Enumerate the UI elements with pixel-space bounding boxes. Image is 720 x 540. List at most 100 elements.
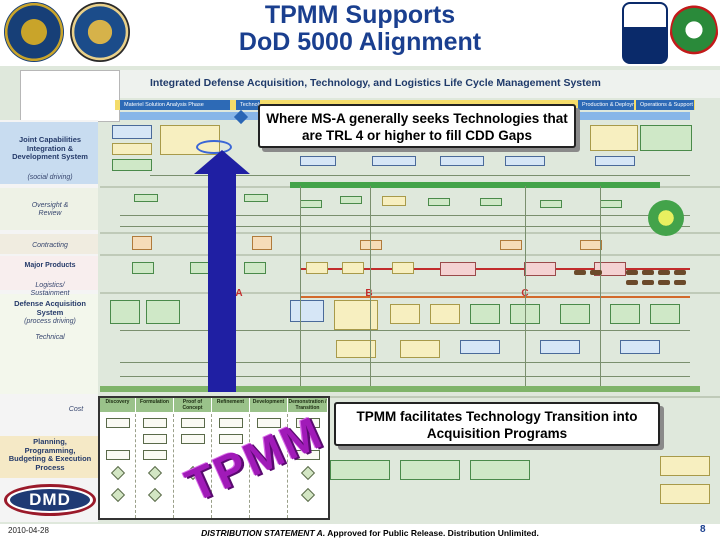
- row-label-major-products: Major Products: [24, 262, 76, 269]
- process-node: [112, 159, 152, 171]
- vehicle-icon: [658, 280, 670, 285]
- tpmm-phase-formulation: Formulation: [136, 398, 174, 412]
- vehicle-icon: [642, 270, 654, 275]
- vehicle-icon: [674, 280, 686, 285]
- process-node: [590, 125, 638, 151]
- tpmm-column: [136, 414, 174, 518]
- band-products: [0, 256, 98, 290]
- ppbe-node: [470, 460, 530, 480]
- process-node: [134, 194, 158, 202]
- tpmm-phase-discovery: Discovery: [100, 398, 136, 412]
- das-node: [290, 300, 324, 322]
- connector-line: [120, 362, 690, 363]
- tpmm-step: [219, 418, 243, 428]
- product-node: [132, 262, 154, 274]
- tpmm-phase-refinement: Refinement: [212, 398, 250, 412]
- contract-node: [360, 240, 382, 250]
- process-node: [600, 200, 622, 208]
- process-node: [244, 194, 268, 202]
- band-das: [0, 294, 98, 394]
- product-node: [306, 262, 328, 274]
- tpmm-phase-development: Development: [250, 398, 288, 412]
- process-node: [112, 143, 152, 155]
- process-node: [595, 156, 635, 166]
- band-contracting: [0, 234, 98, 254]
- acquisition-seal-icon: [70, 2, 130, 62]
- das-node: [460, 340, 500, 354]
- swimlane-divider: [100, 396, 720, 398]
- distribution-label: DISTRIBUTION STATEMENT A.: [201, 528, 326, 538]
- connector-line: [120, 215, 690, 216]
- phase-msa: Materiel Solution Analysis Phase: [120, 100, 230, 110]
- tpmm-step: [296, 450, 320, 460]
- vehicle-icon: [674, 270, 686, 275]
- product-node: [244, 262, 266, 274]
- tpmm-step: [106, 450, 130, 460]
- vehicle-icon: [590, 270, 602, 275]
- connector-line: [525, 186, 526, 386]
- band-oversight: [0, 188, 98, 230]
- connector-line: [120, 330, 690, 331]
- das-node: [146, 300, 180, 324]
- production-node: [524, 262, 556, 276]
- vehicle-icon: [642, 280, 654, 285]
- production-flow-line: [300, 268, 690, 270]
- connector-line: [150, 175, 690, 176]
- distribution-text: Approved for Public Release. Distributio…: [325, 528, 539, 538]
- process-node: [480, 198, 502, 206]
- row-label-jcids-note: (social driving): [27, 174, 73, 181]
- row-label-technical: Technical: [35, 334, 65, 341]
- chart-legend-block: [20, 70, 120, 122]
- row-label-das: Defense Acquisition System: [14, 299, 86, 317]
- swimlane-divider: [100, 254, 720, 256]
- swimlane-divider: [100, 232, 720, 234]
- transition-arrow: [208, 166, 236, 392]
- phase-pd: Production & Deployment Phase: [578, 100, 634, 110]
- row-label-oversight: Oversight & Review: [31, 202, 69, 217]
- process-node: [300, 200, 322, 208]
- process-node: [440, 156, 484, 166]
- vehicle-icon: [658, 270, 670, 275]
- ppbe-band: [100, 386, 700, 392]
- milestone-b-marker: B: [365, 288, 373, 299]
- slide-title: TPMM Supports DoD 5000 Alignment: [150, 2, 570, 56]
- product-node: [342, 262, 364, 274]
- row-label-contracting: Contracting: [32, 242, 68, 249]
- connector-line: [370, 186, 371, 386]
- ppbe-node: [400, 460, 460, 480]
- process-node: [372, 156, 416, 166]
- tpmm-step: [257, 418, 281, 428]
- process-node: [505, 156, 545, 166]
- dmd-logo-text: DMD: [10, 489, 90, 511]
- process-node: [300, 156, 336, 166]
- ppbe-node: [660, 456, 710, 476]
- contract-node: [580, 240, 602, 250]
- tpmm-column: [100, 414, 136, 518]
- ppbe-node: [660, 484, 710, 504]
- band-jcids: [0, 122, 98, 184]
- tpmm-step: [143, 450, 167, 460]
- das-node: [470, 304, 500, 324]
- row-label-jcids: Joint Capabilities Integration & Develop…: [12, 135, 88, 161]
- connector-line: [600, 186, 601, 386]
- row-label-das-note: (process driving): [24, 318, 76, 325]
- vehicle-icon: [574, 270, 586, 275]
- strategy-band-evolutionary: [470, 182, 660, 188]
- process-node: [382, 196, 406, 206]
- vehicle-icon: [626, 270, 638, 275]
- tpmm-column: [174, 414, 212, 518]
- das-node: [430, 304, 460, 324]
- connector-line: [120, 226, 690, 227]
- eagle-shield-icon: [622, 2, 668, 64]
- ppbe-node: [330, 460, 390, 480]
- phase-td: Technology Development Phase: [236, 100, 260, 110]
- connector-line: [120, 376, 690, 377]
- das-node: [400, 340, 440, 358]
- callout-tpmm: TPMM facilitates Technology Transition i…: [334, 402, 660, 446]
- tpmm-step: [219, 434, 243, 444]
- slide-title-line1: TPMM Supports: [264, 1, 456, 29]
- milestone-a-marker: A: [235, 288, 243, 299]
- distribution-statement: DISTRIBUTION STATEMENT A. Approved for P…: [160, 528, 580, 538]
- dtra-seal-icon: [4, 2, 64, 62]
- connector-line: [300, 186, 301, 386]
